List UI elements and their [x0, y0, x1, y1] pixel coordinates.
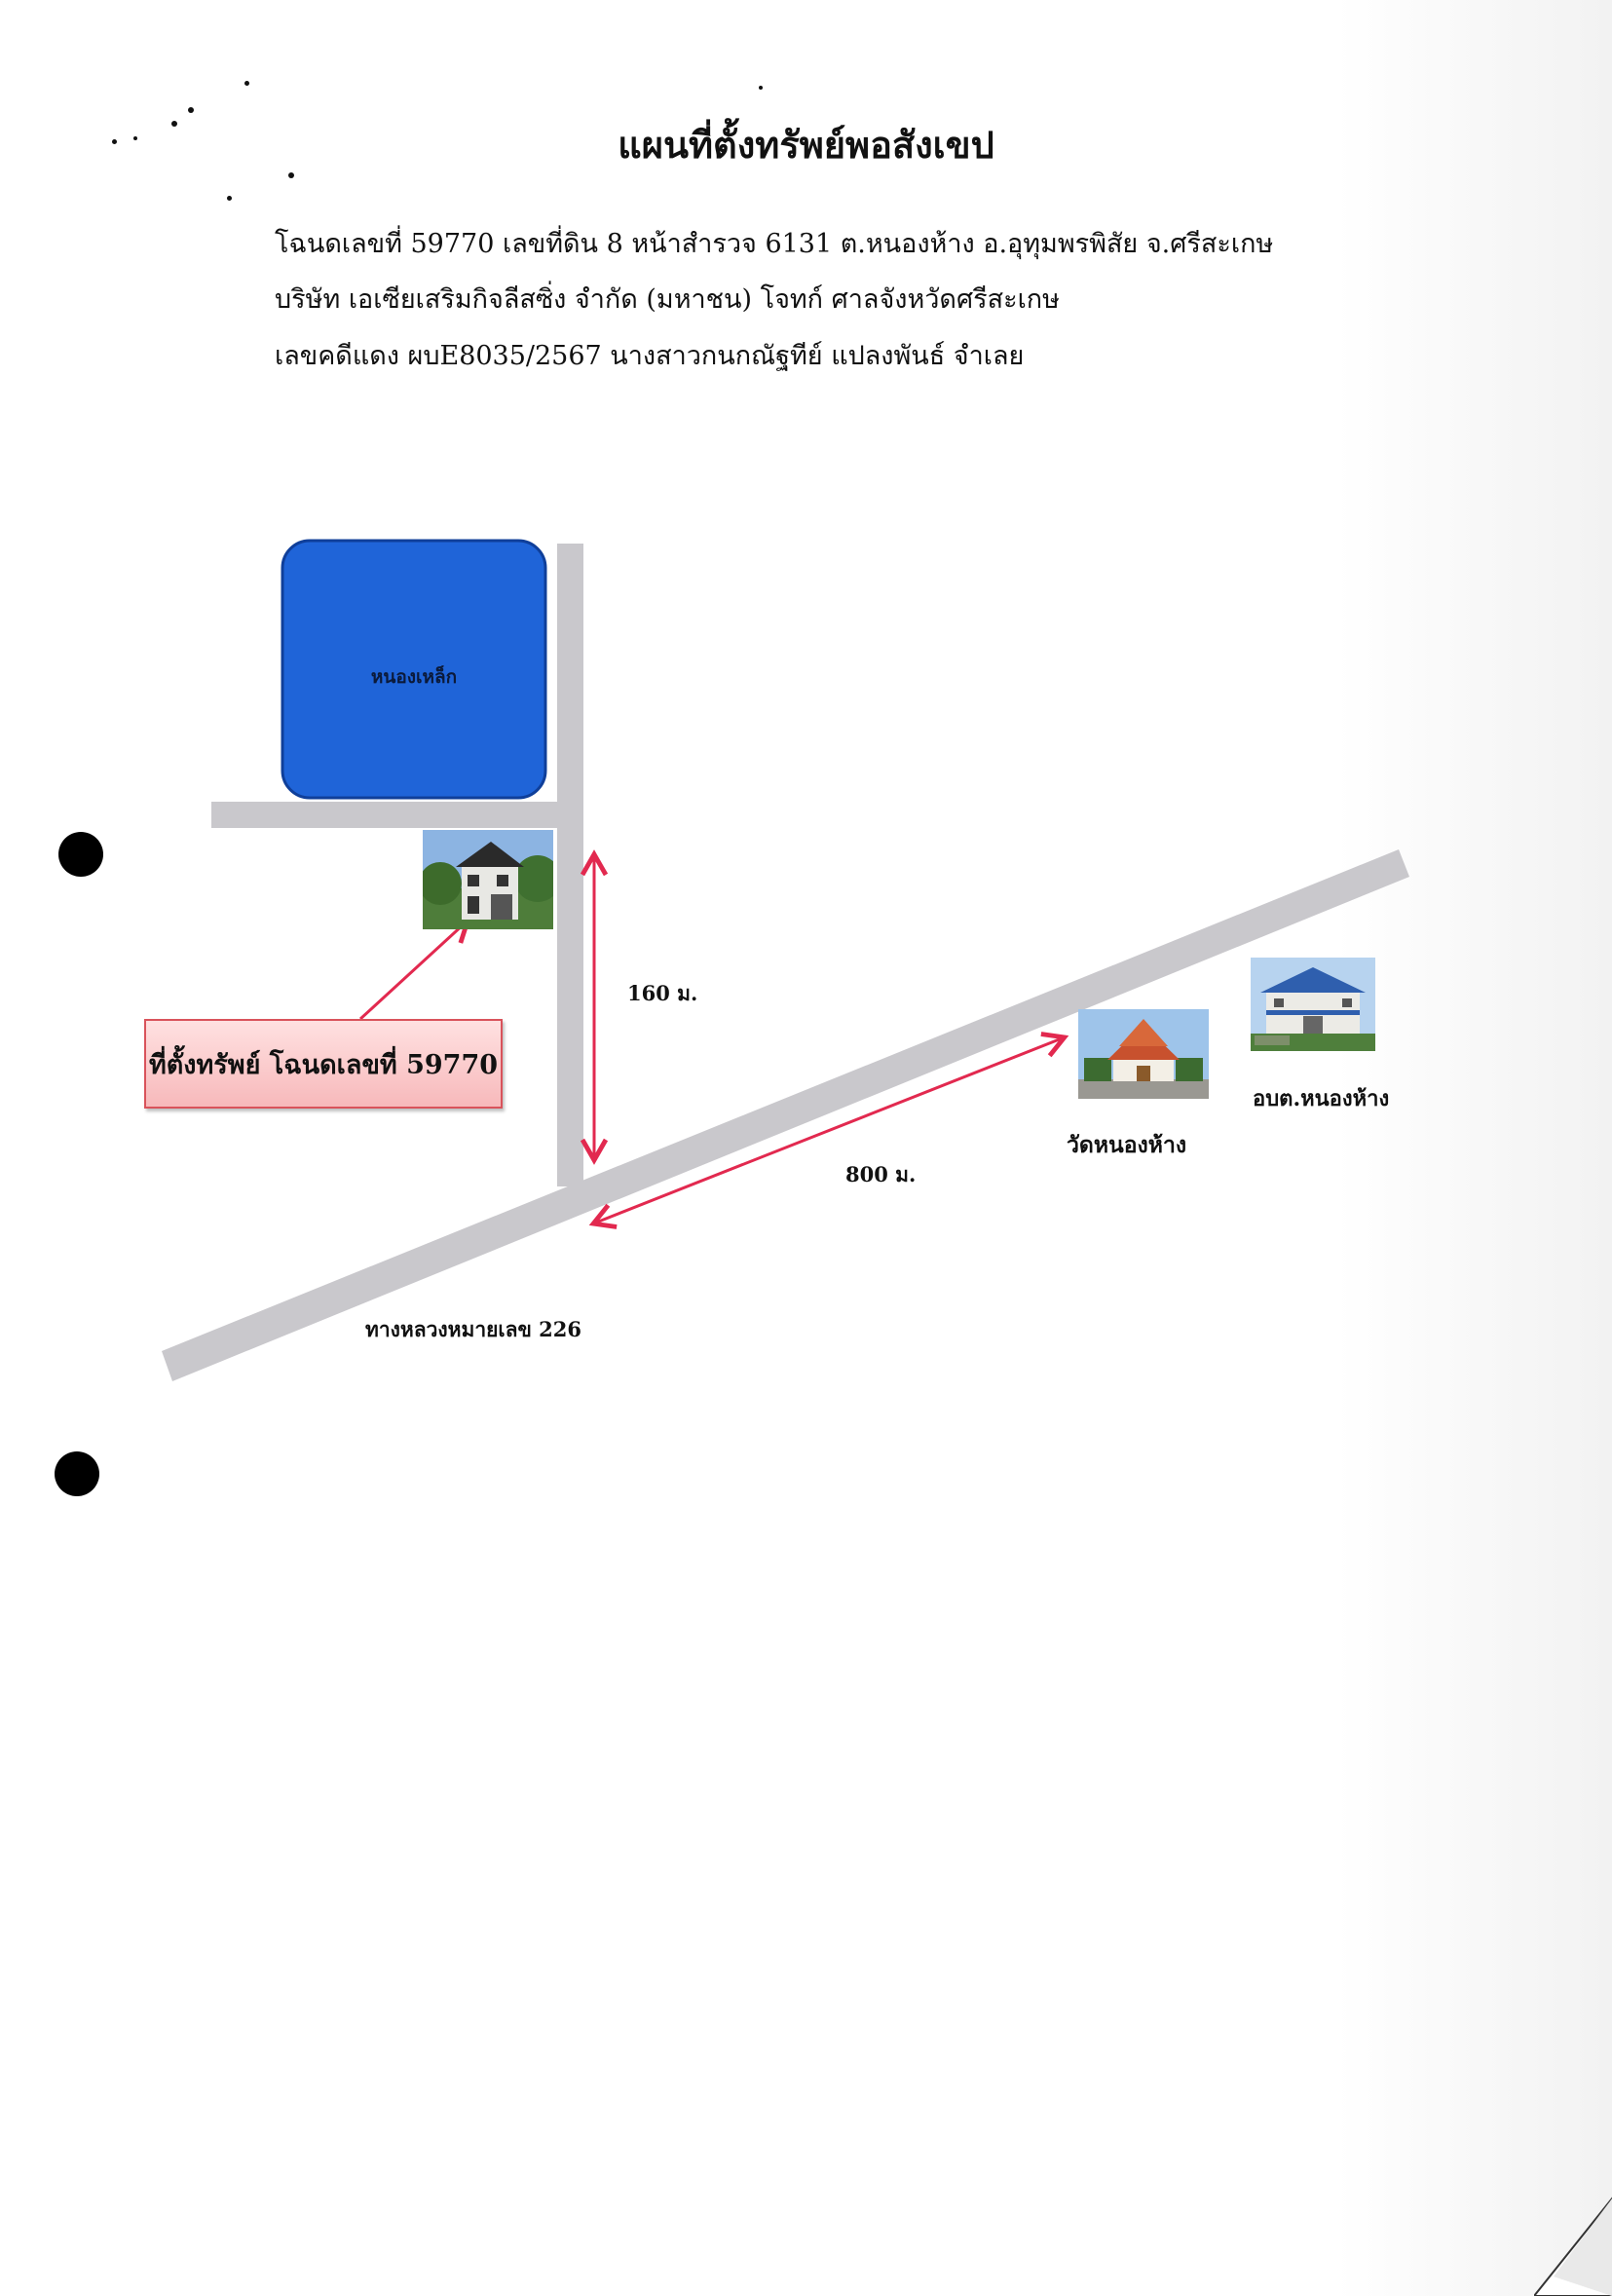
scan-speck [133, 136, 137, 140]
pond-shape [281, 539, 547, 800]
scan-speck [288, 172, 294, 178]
page-title: แผนที่ตั้งทรัพย์พอสังเขป [618, 123, 994, 167]
scan-speck [244, 81, 249, 86]
side-road-horizontal [211, 802, 559, 828]
property-location-callout: ที่ตั้งทรัพย์ โฉนดเลขที่ 59770 [144, 1019, 503, 1109]
case-parties-line: บริษัท เอเซียเสริมกิจลีสซิ่ง จำกัด (มหาช… [275, 284, 1060, 315]
office-label: อบต.หนองห้าง [1253, 1086, 1390, 1111]
scan-speck [227, 196, 232, 201]
temple-photo [1078, 1009, 1209, 1099]
binder-punch-hole [58, 832, 103, 877]
property-house-photo [423, 830, 553, 929]
scan-speck [188, 107, 194, 113]
distance-arrow-diagonal [588, 1032, 1069, 1229]
distance-label-vertical: 160 ม. [627, 981, 698, 1005]
scan-speck [171, 121, 177, 127]
case-number-line: เลขคดีแดง ผบE8035/2567 นางสาวกนกณัฐทีย์ … [275, 341, 1025, 371]
highway-226 [162, 849, 1409, 1381]
distance-label-diagonal: 800 ม. [845, 1162, 917, 1186]
scan-speck [112, 139, 117, 144]
page-shadow-edge [1336, 0, 1612, 2296]
scan-speck [759, 86, 763, 90]
highway-label: ทางหลวงหมายเลข 226 [365, 1317, 581, 1341]
callout-pointer-arrow [358, 917, 471, 1021]
side-road-vertical [557, 544, 583, 1186]
temple-label: วัดหนองห้าง [1067, 1132, 1187, 1158]
binder-punch-hole [55, 1451, 99, 1496]
page-corner-fold [1534, 2197, 1612, 2296]
pond-label: หนองเหล็ก [370, 666, 458, 688]
deed-info-line: โฉนดเลขที่ 59770 เลขที่ดิน 8 หน้าสำรวจ 6… [275, 229, 1274, 259]
office-building-photo [1251, 958, 1375, 1051]
